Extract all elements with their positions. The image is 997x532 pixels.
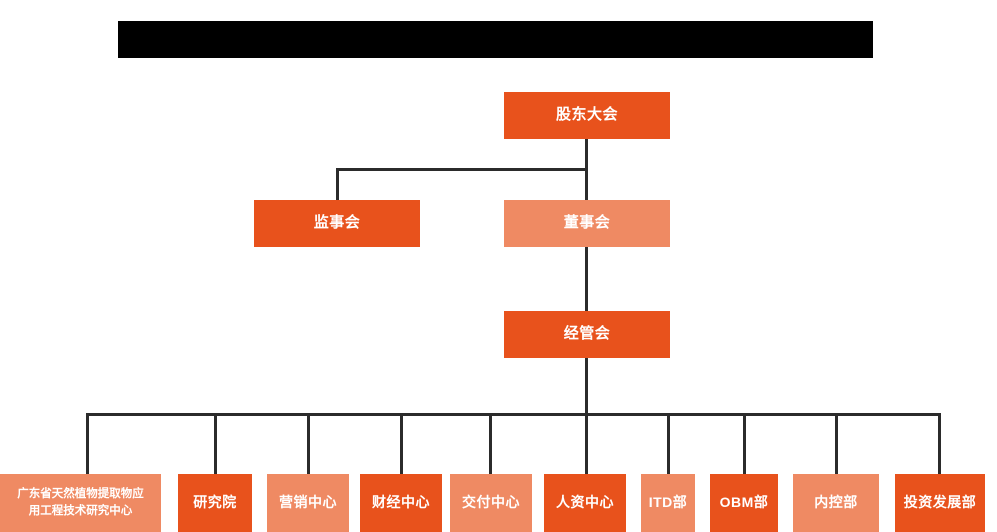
connector-level1-bus xyxy=(336,168,588,171)
redacted-title-bar xyxy=(118,21,873,58)
connector-drop-research-center xyxy=(86,413,89,474)
node-label-line-2: 用工程技术研究中心 xyxy=(28,505,133,517)
node-delivery-center[interactable]: 交付中心 xyxy=(450,474,532,532)
node-internal-control-department[interactable]: 内控部 xyxy=(793,474,879,532)
connector-drop-investment xyxy=(938,413,941,474)
node-management-committee[interactable]: 经管会 xyxy=(504,311,670,358)
node-shareholders-meeting[interactable]: 股东大会 xyxy=(504,92,670,139)
node-institute[interactable]: 研究院 xyxy=(178,474,252,532)
node-hr-center[interactable]: 人资中心 xyxy=(544,474,626,532)
connector-directors-to-management xyxy=(585,247,588,312)
connector-departments-bus xyxy=(86,413,941,416)
node-marketing-center[interactable]: 营销中心 xyxy=(267,474,349,532)
connector-drop-hr xyxy=(585,413,588,474)
connector-directors-drop xyxy=(585,168,588,201)
node-itd-department[interactable]: ITD部 xyxy=(641,474,695,532)
connector-drop-marketing xyxy=(307,413,310,474)
node-board-of-directors[interactable]: 董事会 xyxy=(504,200,670,247)
node-obm-department[interactable]: OBM部 xyxy=(710,474,778,532)
connector-management-down xyxy=(585,358,588,416)
connector-drop-delivery xyxy=(489,413,492,474)
node-board-of-supervisors[interactable]: 监事会 xyxy=(254,200,420,247)
connector-drop-internal-control xyxy=(835,413,838,474)
connector-drop-institute xyxy=(214,413,217,474)
connector-drop-itd xyxy=(667,413,670,474)
node-label-line-1: 广东省天然植物提取物应 xyxy=(17,488,144,501)
node-investment-development-department[interactable]: 投资发展部 xyxy=(895,474,985,532)
connector-shareholders-down xyxy=(585,139,588,171)
connector-drop-finance xyxy=(400,413,403,474)
node-guangdong-research-center[interactable]: 广东省天然植物提取物应 用工程技术研究中心 xyxy=(0,474,161,532)
connector-supervisors-drop xyxy=(336,168,339,201)
connector-drop-obm xyxy=(743,413,746,474)
node-finance-center[interactable]: 财经中心 xyxy=(360,474,442,532)
